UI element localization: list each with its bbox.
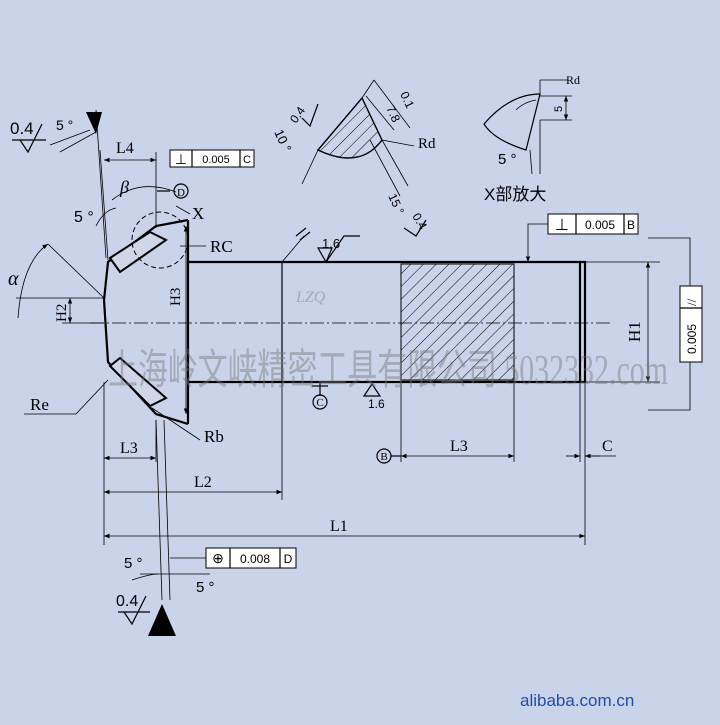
h1-label: H1 [625,321,644,342]
dim-0-1: 0.1 [397,89,417,110]
bottom-annotations: 5 ° 5 ° ⊕ 0.008 D 0.4 [116,419,297,636]
re-label: Re [30,395,49,414]
section-hatch [316,96,383,159]
section-detail: Rd 10 ° 0.4 0.1 7.8 15 ° 0.4 [271,79,436,237]
tool-tip-bottom [148,604,176,636]
angle-15: 15 ° [385,191,407,217]
dim-h1: H1 // 0.005 [585,237,703,411]
l3-right-label: L3 [450,438,468,455]
rd-zoom-label: Rd [566,73,580,87]
c-label: C [602,438,613,455]
roughness-1-6-top: 1.6 [322,236,340,251]
watermark-text: 上海岭文峡精密工具有限公司 5032332.com [108,347,668,394]
dim-h2: H2 [54,298,104,324]
dim-7-8: 7.8 [383,103,403,124]
roughness-symbol-1-6-top [316,235,360,264]
dim-l3-left: L3 [103,382,157,545]
alpha-label: α [8,268,19,290]
perp-b-datum: B [627,218,635,232]
pos-d-value: 0.008 [240,552,270,566]
tolerance-perp-c: ⊥ 0.005 C [169,149,255,168]
l4-label: L4 [116,140,134,157]
rd-detail-label: Rd [418,136,436,152]
datum-b-label: B [380,451,387,463]
angle-5-left: 5 ° [74,209,94,226]
parallel-frame [679,285,703,363]
angle-5-bottom-1: 5 ° [124,555,143,572]
footer-brand: alibaba.com.cn [520,691,634,710]
roughness-0-4-bottom: 0.4 [116,593,138,610]
dim-c: C [566,382,616,462]
dim-l1: L1 [104,382,586,545]
parallel-symbol: // [684,298,699,306]
zoom-tip [483,93,541,151]
h3-label: H3 [168,288,184,306]
angle-10: 10 ° [271,127,294,154]
shank-outline [188,260,587,384]
tool-tip-top [86,112,102,134]
perp-b-symbol: ⊥ [555,217,569,234]
perp-b-value: 0.005 [585,218,615,232]
angle-5-top: 5 ° [56,117,73,133]
l1-label: L1 [330,518,348,535]
zoom-caption: X部放大 [484,185,546,204]
l3-left-label: L3 [120,440,138,457]
perp-c-datum: C [243,154,251,166]
beta-label: β [119,177,129,197]
angle-5-bottom-2: 5 ° [196,579,215,596]
dim-l3-right: L3 B [376,382,515,464]
l2-label: L2 [194,474,212,491]
lower-tip [108,356,168,408]
dim-5-zoom: 5 [553,106,565,112]
roughness-0-4-top: 0.4 [10,119,34,138]
pos-d-symbol: ⊕ [212,552,224,567]
datum-c-circle [312,394,328,410]
h2-label: H2 [54,304,70,322]
roughness-top: 1.6 [281,227,360,264]
zoom-detail: Rd 5 5 ° X部放大 [483,73,580,204]
dim-l4: L4 [104,140,157,228]
dim-0-4-detail: 0.4 [287,104,308,126]
head-angles: β 5 ° [74,177,177,227]
tolerance-perp-b: ⊥ 0.005 B [525,213,639,262]
rb-label: Rb [204,427,224,446]
top-left-annotations: 0.4 5 ° [10,109,109,261]
dim-l2: L2 [104,382,283,500]
perp-c-symbol: ⊥ [175,153,187,168]
roughness-symbol-bottom [118,595,150,626]
dim-h3: H3 [168,226,189,414]
datum-d-label: D [177,187,185,199]
perp-c-value: 0.005 [202,154,230,166]
pos-d-datum: D [284,552,293,566]
angle-5-zoom: 5 ° [498,151,517,168]
watermark-logo: LZQ [295,289,326,306]
upper-tip [108,230,168,274]
roughness-bottom: 1.6 C [312,382,385,411]
roughness-1-6-bottom: 1.6 [368,397,385,411]
hatched-area [400,263,515,381]
rc-label-group: RC [180,237,233,256]
rb-label-group: Rb [151,407,224,446]
re-label-group: Re [24,379,109,415]
watermark: LZQ 上海岭文峡精密工具有限公司 5032332.com [108,289,668,394]
x-label: X [192,204,204,223]
datum-c-label: C [316,397,323,409]
roughness-symbol-top [12,123,46,154]
rc-label: RC [210,237,233,256]
main-view: D X [90,183,610,426]
parallel-value: 0.005 [685,324,699,354]
alpha-angle: α [8,243,105,319]
